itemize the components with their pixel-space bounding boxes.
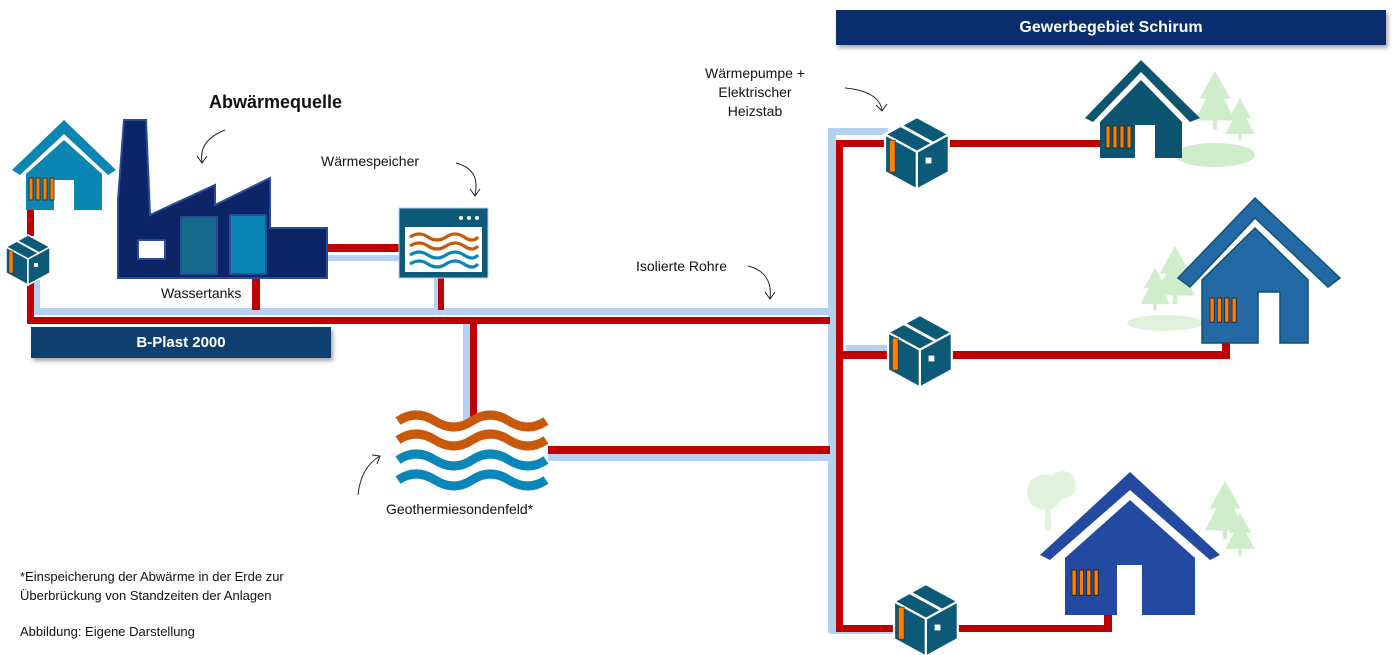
trees-middle	[1127, 246, 1203, 331]
heat-pump-middle-icon	[886, 313, 954, 389]
heat-storage-icon	[398, 207, 489, 279]
geothermal-field-icon	[395, 410, 549, 491]
insulated-pipes-label: Isolierte Rohre	[636, 258, 728, 274]
heat-pump-top-icon	[883, 115, 951, 191]
house-top-right-icon	[1085, 60, 1200, 158]
heat-pump-label-line2: Elektrischer	[718, 84, 792, 100]
footnote-line1: *Einspeicherung der Abwärme in der Erde …	[20, 569, 284, 584]
heat-source-label: Abwärmequelle	[209, 92, 343, 112]
house-middle-right-icon	[1176, 196, 1342, 344]
heat-pump-label-line3: Heizstab	[727, 103, 783, 119]
footnote-line2: Überbrückung von Standzeiten der Anlagen	[20, 588, 272, 603]
water-tanks-label: Wassertanks	[161, 285, 242, 301]
hot-pipes	[27, 140, 1230, 632]
annotation-arrows	[196, 87, 888, 496]
cold-pipes	[34, 128, 894, 634]
heat-pump-label-line1: Wärmepumpe +	[705, 65, 805, 81]
trees-top	[1175, 71, 1255, 167]
house-bottom-right-icon	[1040, 472, 1220, 615]
heat-pump-left-icon	[5, 234, 51, 286]
trees-bottom	[1027, 471, 1255, 556]
house-left-icon	[12, 120, 116, 210]
heat-storage-label: Wärmespeicher	[321, 153, 420, 169]
heat-pump-label: Wärmepumpe + Elektrischer Heizstab	[690, 64, 820, 121]
geothermal-field-label: Geothermiesondenfeld*	[386, 501, 534, 517]
company-banner: B-Plast 2000	[31, 327, 331, 358]
factory-icon	[117, 119, 328, 279]
footnote: *Einspeicherung der Abwärme in der Erde …	[20, 567, 284, 605]
business-area-banner: Gewerbegebiet Schirum	[836, 10, 1386, 45]
image-credit: Abbildung: Eigene Darstellung	[20, 624, 195, 639]
heat-pump-bottom-icon	[892, 582, 960, 655]
